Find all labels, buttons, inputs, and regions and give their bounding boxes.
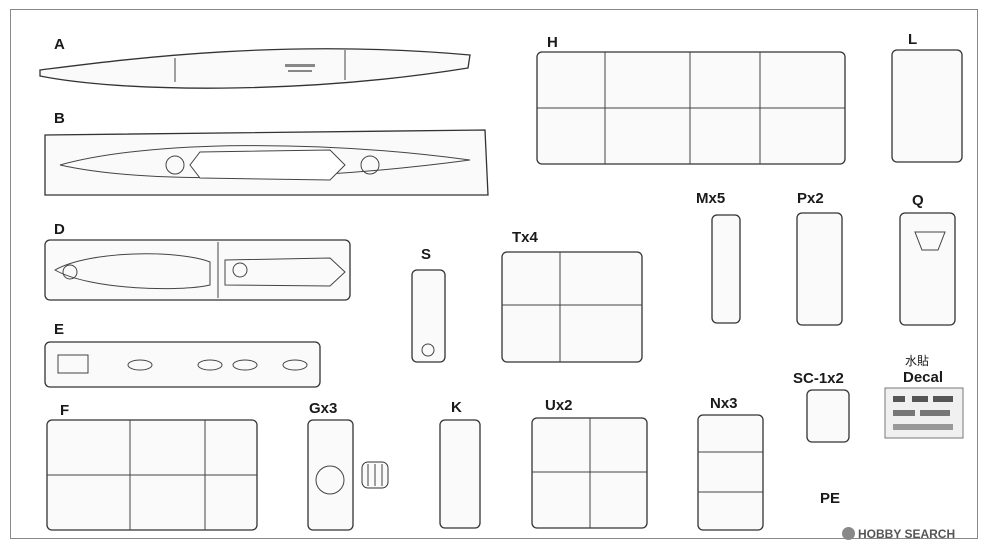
part-label-q: Q	[912, 192, 924, 209]
part-label-d: D	[54, 221, 65, 238]
part-label-nx3: Nx3	[710, 395, 738, 412]
hull-part-a	[39, 48, 471, 89]
part-label-a: A	[54, 36, 65, 53]
part-label-l: L	[908, 31, 918, 48]
part-label-pe: PE	[820, 490, 841, 507]
part-label-e: E	[54, 321, 65, 338]
part-label-s: S	[421, 246, 432, 263]
part-label-gx3: Gx3	[309, 400, 338, 417]
part-label-ux2: Ux2	[545, 397, 573, 414]
watermark: HOBBY SEARCH	[842, 527, 955, 541]
decal-label-cn: 水貼	[905, 354, 930, 368]
part-label-b: B	[54, 110, 65, 127]
decal-label: Decal	[903, 369, 944, 386]
part-label-sc1x2: SC-1x2	[793, 370, 844, 387]
watermark-text: HOBBY SEARCH	[858, 527, 956, 541]
part-label-k: K	[451, 399, 462, 416]
part-label-h: H	[547, 34, 558, 51]
part-label-tx4: Tx4	[512, 229, 538, 246]
sheet-border	[10, 9, 978, 539]
part-label-px2: Px2	[797, 190, 824, 207]
part-label-mx5: Mx5	[696, 190, 726, 207]
part-label-f: F	[60, 402, 70, 419]
hobbysearch-logo-icon	[842, 527, 855, 540]
